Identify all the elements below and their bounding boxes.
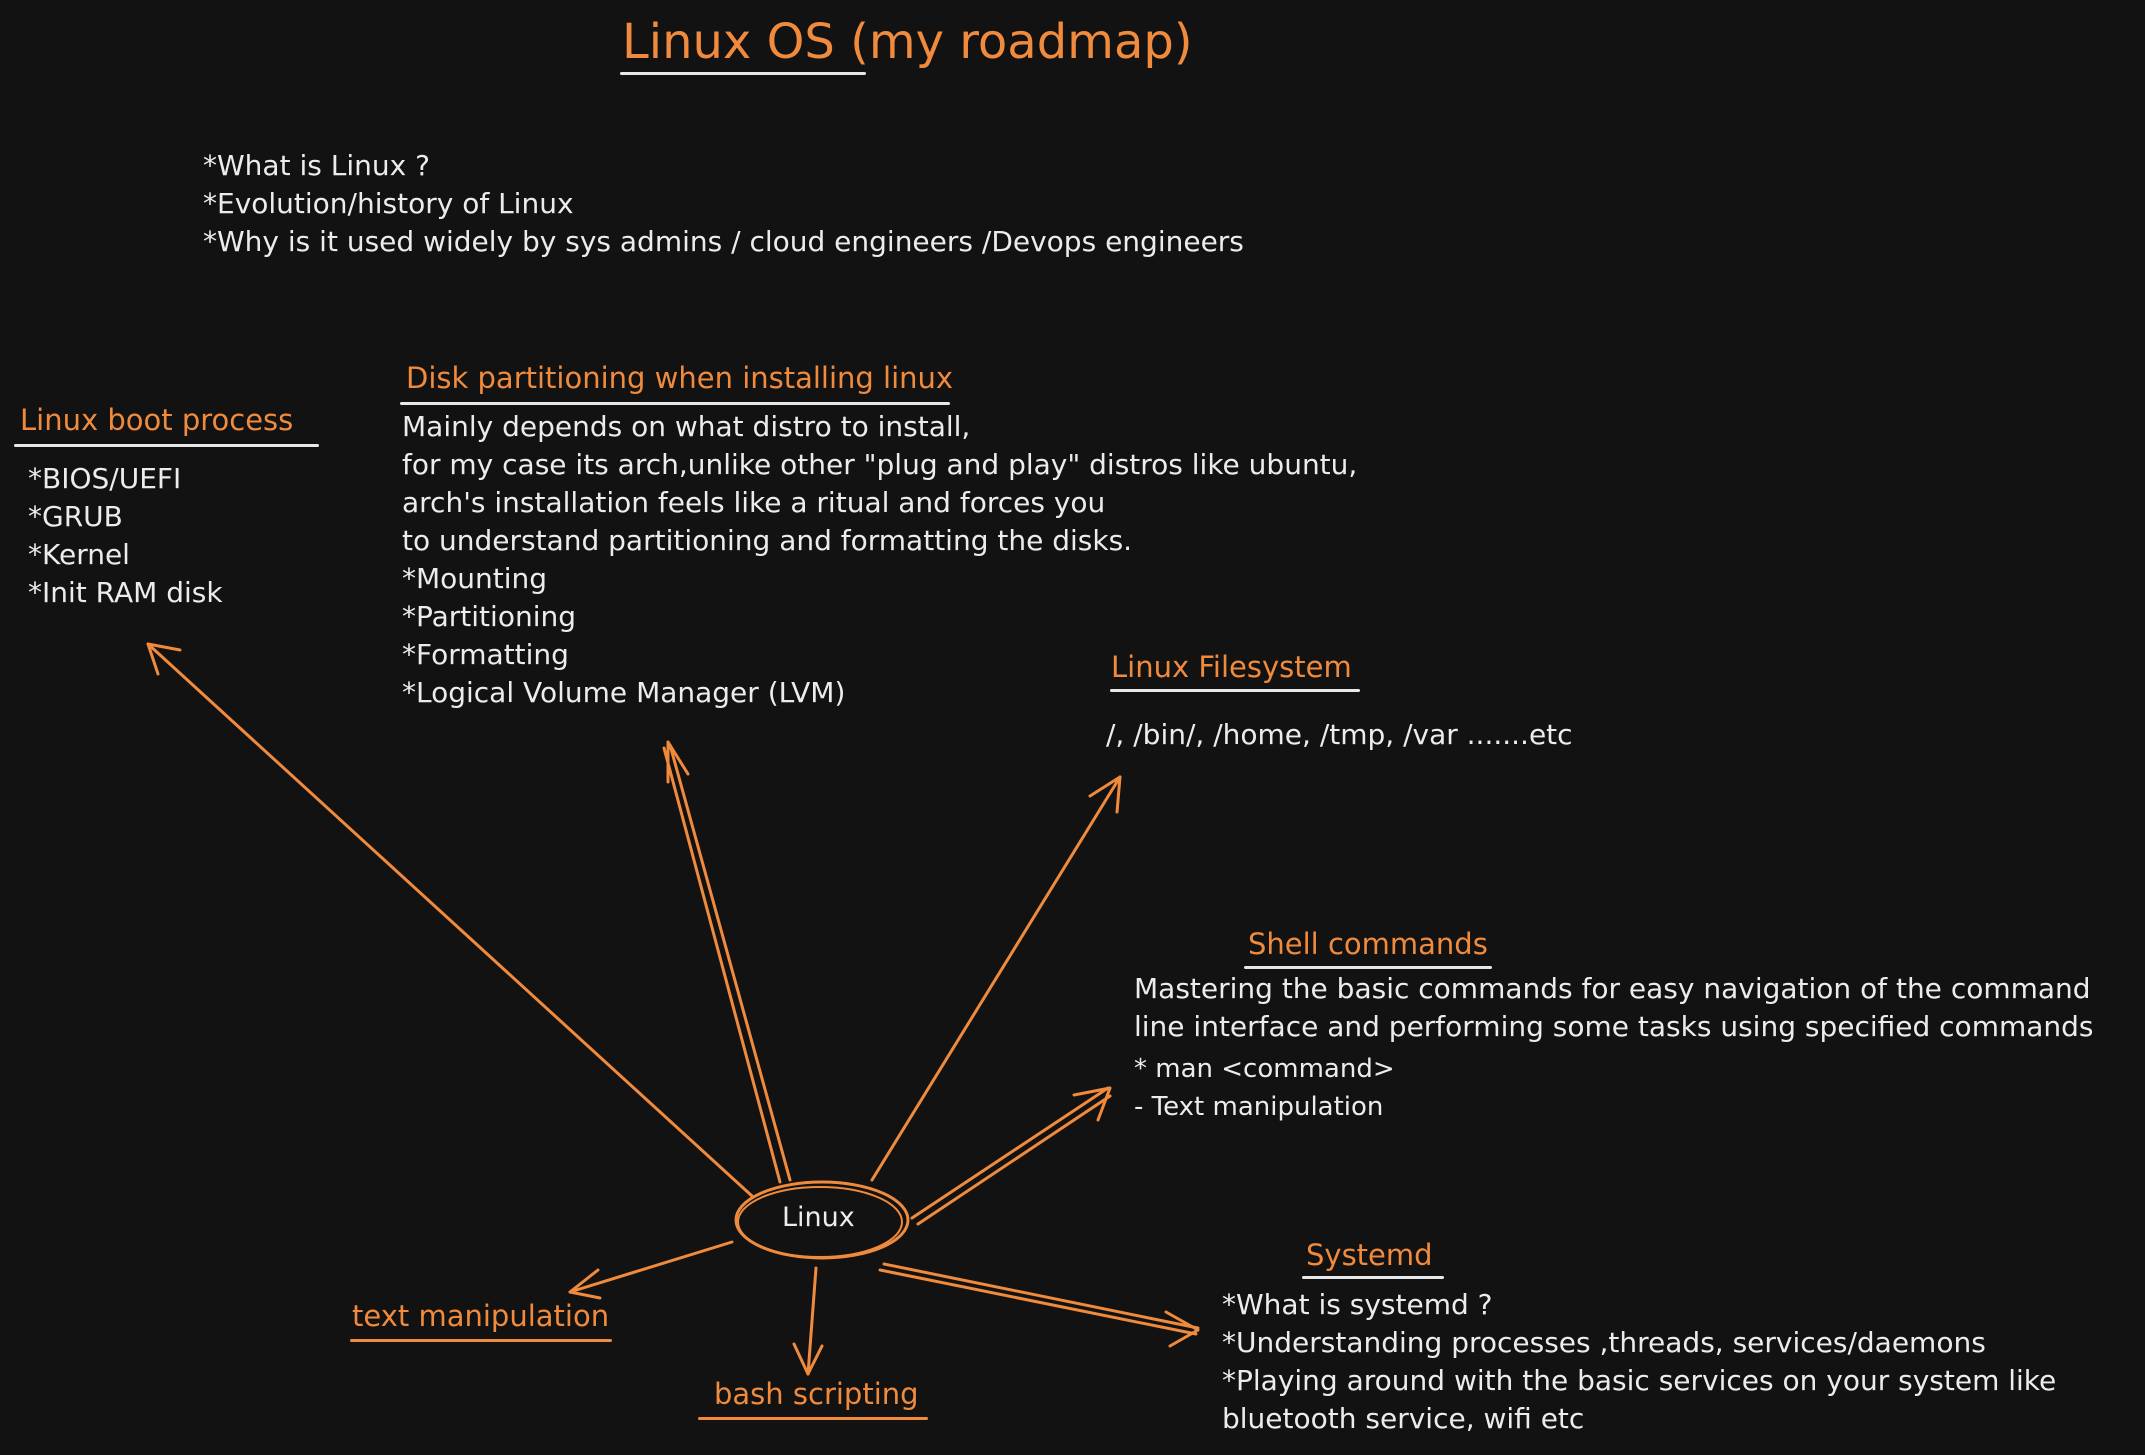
disk-line: Mainly depends on what distro to install…	[402, 410, 971, 443]
arrow-to-filesystem	[870, 775, 1122, 1182]
arrow-to-shell-commands	[910, 1086, 1112, 1226]
page-title: Linux OS (my roadmap)	[622, 14, 1193, 70]
disk-line: arch's installation feels like a ritual …	[402, 486, 1106, 519]
title-underline	[620, 72, 866, 75]
hub-label[interactable]: Linux	[782, 1202, 855, 1233]
disk-partitioning-underline	[400, 402, 950, 405]
text-manipulation-underline	[350, 1339, 612, 1342]
boot-item: *Init RAM disk	[28, 576, 223, 609]
filesystem-underline	[1110, 689, 1360, 692]
intro-item: *Evolution/history of Linux	[203, 187, 574, 220]
arrow-to-disk-partitioning	[662, 740, 792, 1184]
shell-line: - Text manipulation	[1134, 1092, 1384, 1122]
boot-item: *GRUB	[28, 500, 123, 533]
filesystem-text: /, /bin/, /home, /tmp, /var .......etc	[1106, 716, 1573, 754]
systemd-line: *Playing around with the basic services …	[1222, 1364, 2057, 1397]
arrow-to-bash-scripting	[792, 1266, 824, 1376]
shell-line: * man <command>	[1134, 1054, 1395, 1084]
shell-line: line interface and performing some tasks…	[1134, 1010, 2094, 1043]
boot-process-heading[interactable]: Linux boot process	[20, 403, 294, 437]
disk-line: *Mounting	[402, 562, 548, 595]
filesystem-heading[interactable]: Linux Filesystem	[1111, 650, 1352, 684]
shell-commands-heading[interactable]: Shell commands	[1248, 927, 1488, 961]
intro-item: *What is Linux ?	[203, 149, 430, 182]
disk-line: for my case its arch,unlike other "plug …	[402, 448, 1358, 481]
hub-ellipse-sketch	[737, 1186, 903, 1258]
boot-item: *Kernel	[28, 538, 130, 571]
disk-partitioning-heading[interactable]: Disk partitioning when installing linux	[406, 361, 954, 395]
systemd-heading[interactable]: Systemd	[1306, 1238, 1433, 1272]
bash-scripting-underline	[698, 1417, 928, 1420]
filesystem-line: /, /bin/, /home, /tmp, /var .......etc	[1106, 718, 1573, 751]
systemd-line: bluetooth service, wifi etc	[1222, 1402, 1585, 1435]
systemd-line: *What is systemd ?	[1222, 1288, 1493, 1321]
arrow-to-boot-process	[146, 642, 754, 1198]
disk-partitioning-text: Mainly depends on what distro to install…	[402, 408, 1357, 712]
systemd-line: *Understanding processes ,threads, servi…	[1222, 1326, 1986, 1359]
boot-process-underline	[14, 444, 319, 447]
title-sub: (my roadmap)	[834, 14, 1193, 70]
bash-scripting-heading[interactable]: bash scripting	[714, 1377, 919, 1411]
disk-line: to understand partitioning and formattin…	[402, 524, 1133, 557]
arrow-to-text-manipulation	[568, 1240, 734, 1300]
hub-ellipse[interactable]	[734, 1180, 910, 1260]
disk-line: *Formatting	[402, 638, 569, 671]
text-manipulation-heading[interactable]: text manipulation	[352, 1299, 610, 1333]
title-main: Linux OS	[622, 14, 835, 70]
shell-commands-underline	[1244, 966, 1492, 969]
disk-line: *Logical Volume Manager (LVM)	[402, 676, 846, 709]
intro-item: *Why is it used widely by sys admins / c…	[203, 225, 1244, 258]
boot-item: *BIOS/UEFI	[28, 462, 182, 495]
arrow-to-systemd	[878, 1262, 1200, 1348]
shell-commands-text: Mastering the basic commands for easy na…	[1134, 970, 2094, 1126]
shell-line: Mastering the basic commands for easy na…	[1134, 972, 2091, 1005]
systemd-underline	[1302, 1276, 1444, 1279]
systemd-text: *What is systemd ? *Understanding proces…	[1222, 1286, 2056, 1438]
boot-process-list: *BIOS/UEFI *GRUB *Kernel *Init RAM disk	[28, 460, 223, 612]
intro-list: *What is Linux ? *Evolution/history of L…	[203, 147, 1244, 261]
disk-line: *Partitioning	[402, 600, 576, 633]
